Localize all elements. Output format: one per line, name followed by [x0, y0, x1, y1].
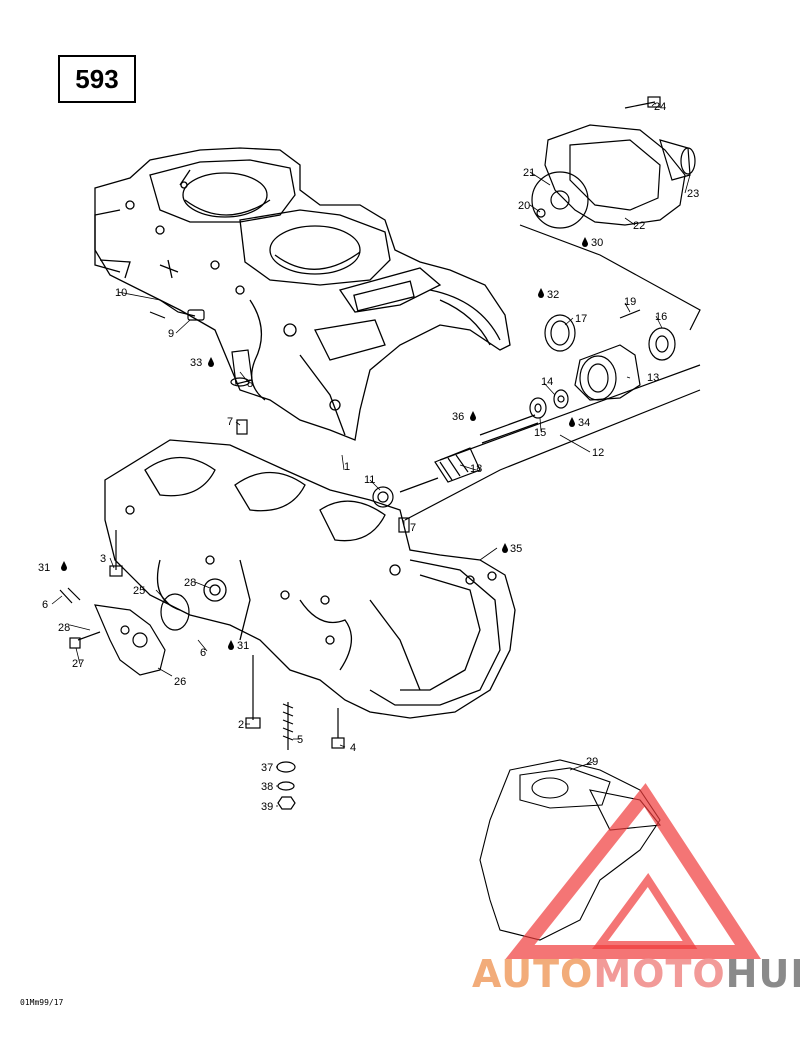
leader-lines [51, 102, 691, 807]
callout-8: 8 [247, 378, 253, 390]
callout-3: 3 [100, 553, 106, 565]
callout-6-right: 6 [200, 647, 206, 659]
callout-2: 2 [238, 719, 244, 731]
upper-crankcase [94, 147, 511, 441]
callout-39: 39 [261, 801, 273, 813]
callout-18: 18 [470, 463, 482, 475]
callout-12: 12 [592, 447, 604, 459]
callout-6-left: 6 [42, 599, 48, 611]
inset-engine [479, 759, 662, 941]
oil-pump-and-fasteners [59, 419, 410, 810]
callout-5: 5 [297, 734, 303, 746]
watermark-logo-text: AUTOMOTOHUB [472, 952, 800, 996]
model-number: 593 [75, 63, 119, 94]
callout-29: 29 [586, 756, 598, 768]
callout-11: 11 [364, 474, 375, 486]
callout-22: 22 [633, 220, 645, 232]
callout-38: 38 [261, 781, 273, 793]
model-number-box: 593 [58, 55, 136, 103]
callout-15: 15 [534, 427, 546, 439]
callout-7-right: 7 [410, 522, 416, 534]
callout-7-top: 7 [227, 416, 233, 428]
callout-23: 23 [687, 188, 699, 200]
callout-16: 16 [655, 311, 667, 323]
callout-33: 33 [190, 357, 202, 369]
callout-36: 36 [452, 411, 464, 423]
callout-27: 27 [72, 658, 84, 670]
callout-34: 34 [578, 417, 590, 429]
callout-21: 21 [523, 167, 535, 179]
callout-20: 20 [518, 200, 530, 212]
callout-37: 37 [261, 762, 273, 774]
callout-19: 19 [624, 296, 636, 308]
callout-labels: 1 2 3 4 5 6 6 7 7 8 9 10 11 12 13 14 15 … [38, 101, 699, 813]
callout-14: 14 [541, 376, 553, 388]
callout-24: 24 [654, 101, 666, 113]
callout-28-left: 28 [58, 622, 70, 634]
callout-30: 30 [591, 237, 603, 249]
callout-1: 1 [344, 461, 350, 473]
fittings-9-10 [149, 299, 253, 387]
pump-shaft-assembly [372, 309, 701, 521]
watermark-hub: HUB [725, 952, 800, 996]
callout-31-right: 31 [237, 640, 249, 652]
watermark-auto: AUTO [472, 952, 594, 996]
callout-32: 32 [547, 289, 559, 301]
callout-31-left: 31 [38, 562, 50, 574]
callout-17: 17 [575, 313, 587, 325]
water-pump-cover [519, 96, 701, 331]
callout-4: 4 [350, 742, 356, 754]
callout-25: 25 [133, 585, 145, 597]
callout-28-mid: 28 [184, 577, 196, 589]
document-code: 01Mm99/17 [20, 998, 64, 1007]
callout-35: 35 [510, 543, 522, 555]
callout-9: 9 [168, 328, 174, 340]
callout-26: 26 [174, 676, 186, 688]
lower-crankcase [104, 439, 516, 719]
callout-10: 10 [115, 287, 127, 299]
watermark-triangle [505, 783, 761, 959]
watermark-moto: MOTO [593, 952, 726, 996]
callout-13: 13 [647, 372, 659, 384]
